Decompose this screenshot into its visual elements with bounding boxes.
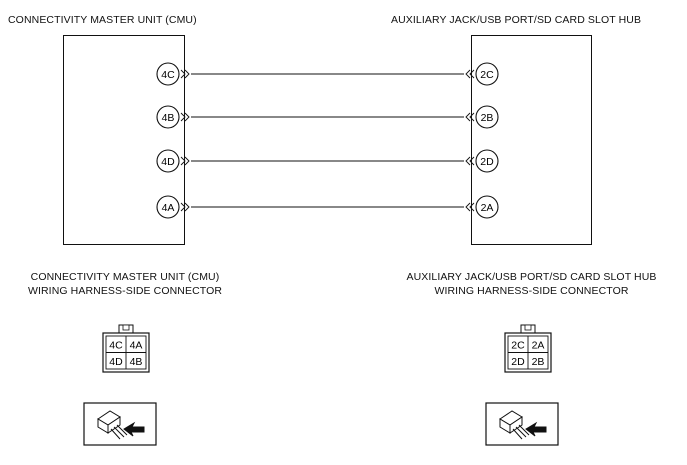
- right-pin-label: 2A: [481, 202, 494, 214]
- left-connector-title-line1: CONNECTIVITY MASTER UNIT (CMU): [30, 271, 220, 283]
- right-connector-title-line1: AUXILIARY JACK/USB PORT/SD CARD SLOT HUB: [406, 271, 657, 283]
- right-pin-label: 2D: [480, 156, 494, 168]
- right-connector-view-icon: [485, 402, 559, 446]
- right-connector-cell: 2C: [511, 340, 525, 352]
- left-pin-circle: [156, 195, 180, 219]
- right-pin-label: 2B: [481, 112, 494, 124]
- left-connector-view-icon: [83, 402, 157, 446]
- left-connector-face: 4C 4A 4D 4B: [102, 324, 150, 373]
- left-pin-circle: [156, 149, 180, 173]
- right-pin-label: 2C: [480, 69, 494, 81]
- left-connector-cell: 4A: [130, 340, 143, 352]
- left-pin-label: 4C: [161, 69, 175, 81]
- right-connector-face: 2C 2A 2D 2B: [504, 324, 552, 373]
- left-terminal-chevron: [180, 112, 190, 122]
- left-pin-circle: [156, 62, 180, 86]
- right-pin-circle: [475, 149, 499, 173]
- right-terminal-chevron: [465, 112, 475, 122]
- right-unit-title: AUXILIARY JACK/USB PORT/SD CARD SLOT HUB: [391, 14, 642, 26]
- right-terminal-chevron: [465, 202, 475, 212]
- left-terminal-chevron: [180, 202, 190, 212]
- left-pin-label: 4B: [162, 112, 175, 124]
- right-terminal-chevron: [465, 156, 475, 166]
- right-unit-box: [471, 35, 592, 245]
- right-connector-title-line2: WIRING HARNESS-SIDE CONNECTOR: [434, 285, 629, 297]
- left-connector-cell: 4D: [109, 356, 123, 368]
- right-pin-circle: [475, 105, 499, 129]
- left-connector-title-line2: WIRING HARNESS-SIDE CONNECTOR: [27, 285, 223, 297]
- right-pin-circle: [475, 195, 499, 219]
- right-connector-cell: 2B: [532, 356, 545, 368]
- right-pin-circle: [475, 62, 499, 86]
- left-terminal-chevron: [180, 69, 190, 79]
- left-unit-title: CONNECTIVITY MASTER UNIT (CMU): [8, 14, 197, 26]
- left-pin-label: 4D: [161, 156, 175, 168]
- left-pin-label: 4A: [162, 202, 175, 214]
- right-connector-cell: 2D: [511, 356, 525, 368]
- left-terminal-chevron: [180, 156, 190, 166]
- left-unit-box: [63, 35, 185, 245]
- left-connector-cell: 4B: [130, 356, 143, 368]
- left-pin-circle: [156, 105, 180, 129]
- right-connector-cell: 2A: [532, 340, 545, 352]
- right-terminal-chevron: [465, 69, 475, 79]
- left-connector-cell: 4C: [109, 340, 123, 352]
